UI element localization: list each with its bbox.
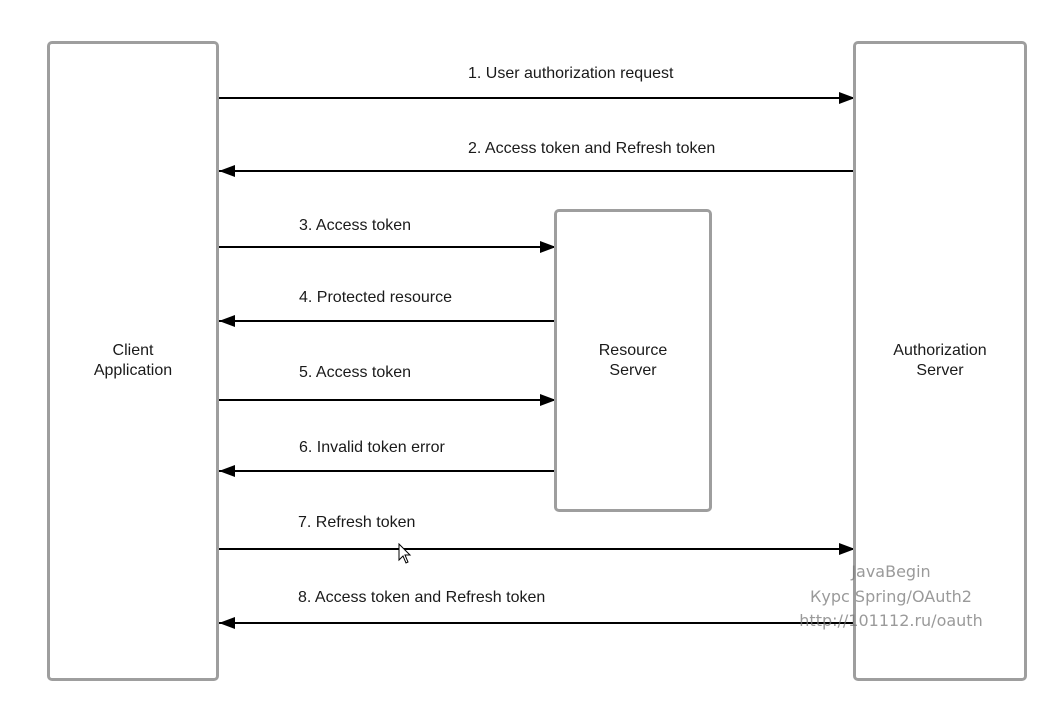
authorization-server-label: Authorization Server [893,342,987,379]
message-label-5: 5. Access token [299,364,412,381]
message-label-3: 3. Access token [299,217,412,234]
message-label-1: 1. User authorization request [468,65,674,82]
client-application-box: Client Application [47,41,219,681]
message-label-8: 8. Access token and Refresh token [298,589,546,606]
watermark: JavaBegin Курс Spring/OAuth2 http://1011… [786,560,996,634]
message-label-6: 6. Invalid token error [299,439,445,456]
resource-server-box: Resource Server [554,209,712,512]
message-label-7: 7. Refresh token [298,514,416,531]
watermark-line-2: Курс Spring/OAuth2 [810,586,972,606]
message-label-2: 2. Access token and Refresh token [468,140,716,157]
watermark-line-1: JavaBegin [851,562,931,581]
message-label-4: 4. Protected resource [299,289,452,306]
watermark-line-3: http://101112.ru/oauth [799,611,983,630]
client-application-label: Client Application [93,342,173,379]
authorization-server-box: Authorization Server [853,41,1027,681]
resource-server-label: Resource Server [598,341,668,379]
mouse-pointer-icon [398,543,412,564]
